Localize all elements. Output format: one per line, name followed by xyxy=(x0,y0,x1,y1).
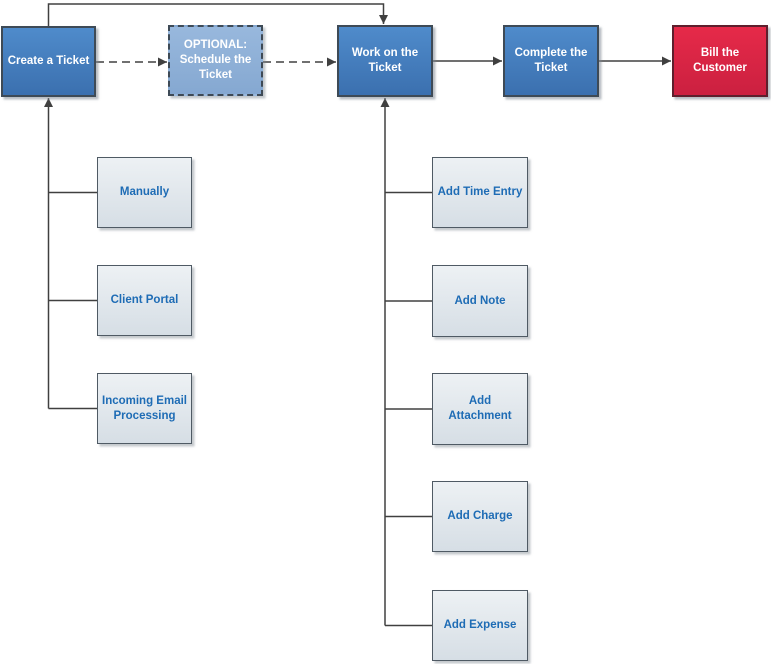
node-create-a-ticket: Create a Ticket xyxy=(1,26,96,97)
node-bill-customer: Bill the Customer xyxy=(672,25,768,97)
node-add-charge-label: Add Charge xyxy=(447,510,513,523)
node-create-a-ticket-label: Create a Ticket xyxy=(7,55,90,68)
node-add-attachment: Add Attachment xyxy=(432,373,528,445)
node-manually: Manually xyxy=(97,157,192,228)
node-add-time-entry-label: Add Time Entry xyxy=(437,186,523,199)
node-add-expense-label: Add Expense xyxy=(443,619,517,632)
node-add-note: Add Note xyxy=(432,265,528,337)
node-client-portal: Client Portal xyxy=(97,265,192,336)
node-client-portal-label: Client Portal xyxy=(110,294,179,307)
node-incoming-email-processing-label: Incoming Email Processing xyxy=(102,394,187,422)
node-work-on-ticket: Work on the Ticket xyxy=(337,25,433,97)
node-bill-customer-label: Bill the Customer xyxy=(693,47,747,74)
node-add-note-label: Add Note xyxy=(454,294,506,307)
node-add-time-entry: Add Time Entry xyxy=(432,157,528,228)
node-incoming-email-processing: Incoming Email Processing xyxy=(97,373,192,444)
node-manually-label: Manually xyxy=(119,186,170,199)
node-add-expense: Add Expense xyxy=(432,590,528,661)
node-optional-schedule-ticket-label: OPTIONAL: Schedule the Ticket xyxy=(179,39,252,81)
node-add-attachment-label: Add Attachment xyxy=(448,395,512,422)
node-work-on-ticket-label: Work on the Ticket xyxy=(351,47,419,74)
connector-create-to-work-top-route xyxy=(47,3,388,26)
node-optional-schedule-ticket: OPTIONAL: Schedule the Ticket xyxy=(168,25,263,96)
node-complete-ticket: Complete the Ticket xyxy=(503,25,599,97)
node-complete-ticket-label: Complete the Ticket xyxy=(514,47,588,74)
node-add-charge: Add Charge xyxy=(432,481,528,552)
